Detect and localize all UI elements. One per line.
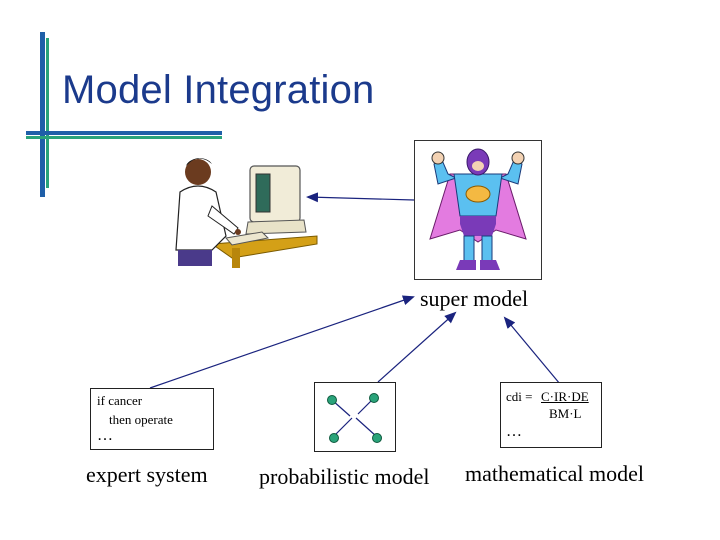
formula-numerator: C·IR·DE xyxy=(541,389,589,404)
arrow-prob-to-super xyxy=(377,311,457,383)
formula-lhs: cdi = xyxy=(506,389,533,404)
slide-title: Model Integration xyxy=(62,68,375,112)
probabilistic-model-box xyxy=(314,382,396,452)
mathematical-model-box xyxy=(500,382,602,448)
arrow-super-to-user xyxy=(306,192,415,203)
expert-rule-line2: then operate xyxy=(109,412,173,427)
accent-line-horizontal xyxy=(26,136,222,139)
probabilistic-model-label: probabilistic model xyxy=(259,464,430,489)
arrow-math-to-super xyxy=(503,316,561,385)
mathematical-model-label: mathematical model xyxy=(465,461,644,486)
formula-denominator: BM·L xyxy=(549,406,582,421)
expert-system-label: expert system xyxy=(86,462,208,487)
expert-ellipsis: … xyxy=(97,427,113,444)
math-ellipsis: … xyxy=(506,423,522,440)
expert-rule-line1: if cancer xyxy=(97,393,143,408)
superhero-icon xyxy=(429,148,527,270)
arrow-expert-to-super xyxy=(149,295,415,389)
accent-line-vertical xyxy=(46,38,49,188)
accent-bar-horizontal xyxy=(26,131,222,135)
accent-bar-vertical xyxy=(40,32,45,197)
bayes-network-icon xyxy=(327,393,382,443)
super-model-label: super model xyxy=(420,286,529,311)
expert-system-box xyxy=(90,388,214,450)
user-at-computer-illustration xyxy=(175,158,318,268)
